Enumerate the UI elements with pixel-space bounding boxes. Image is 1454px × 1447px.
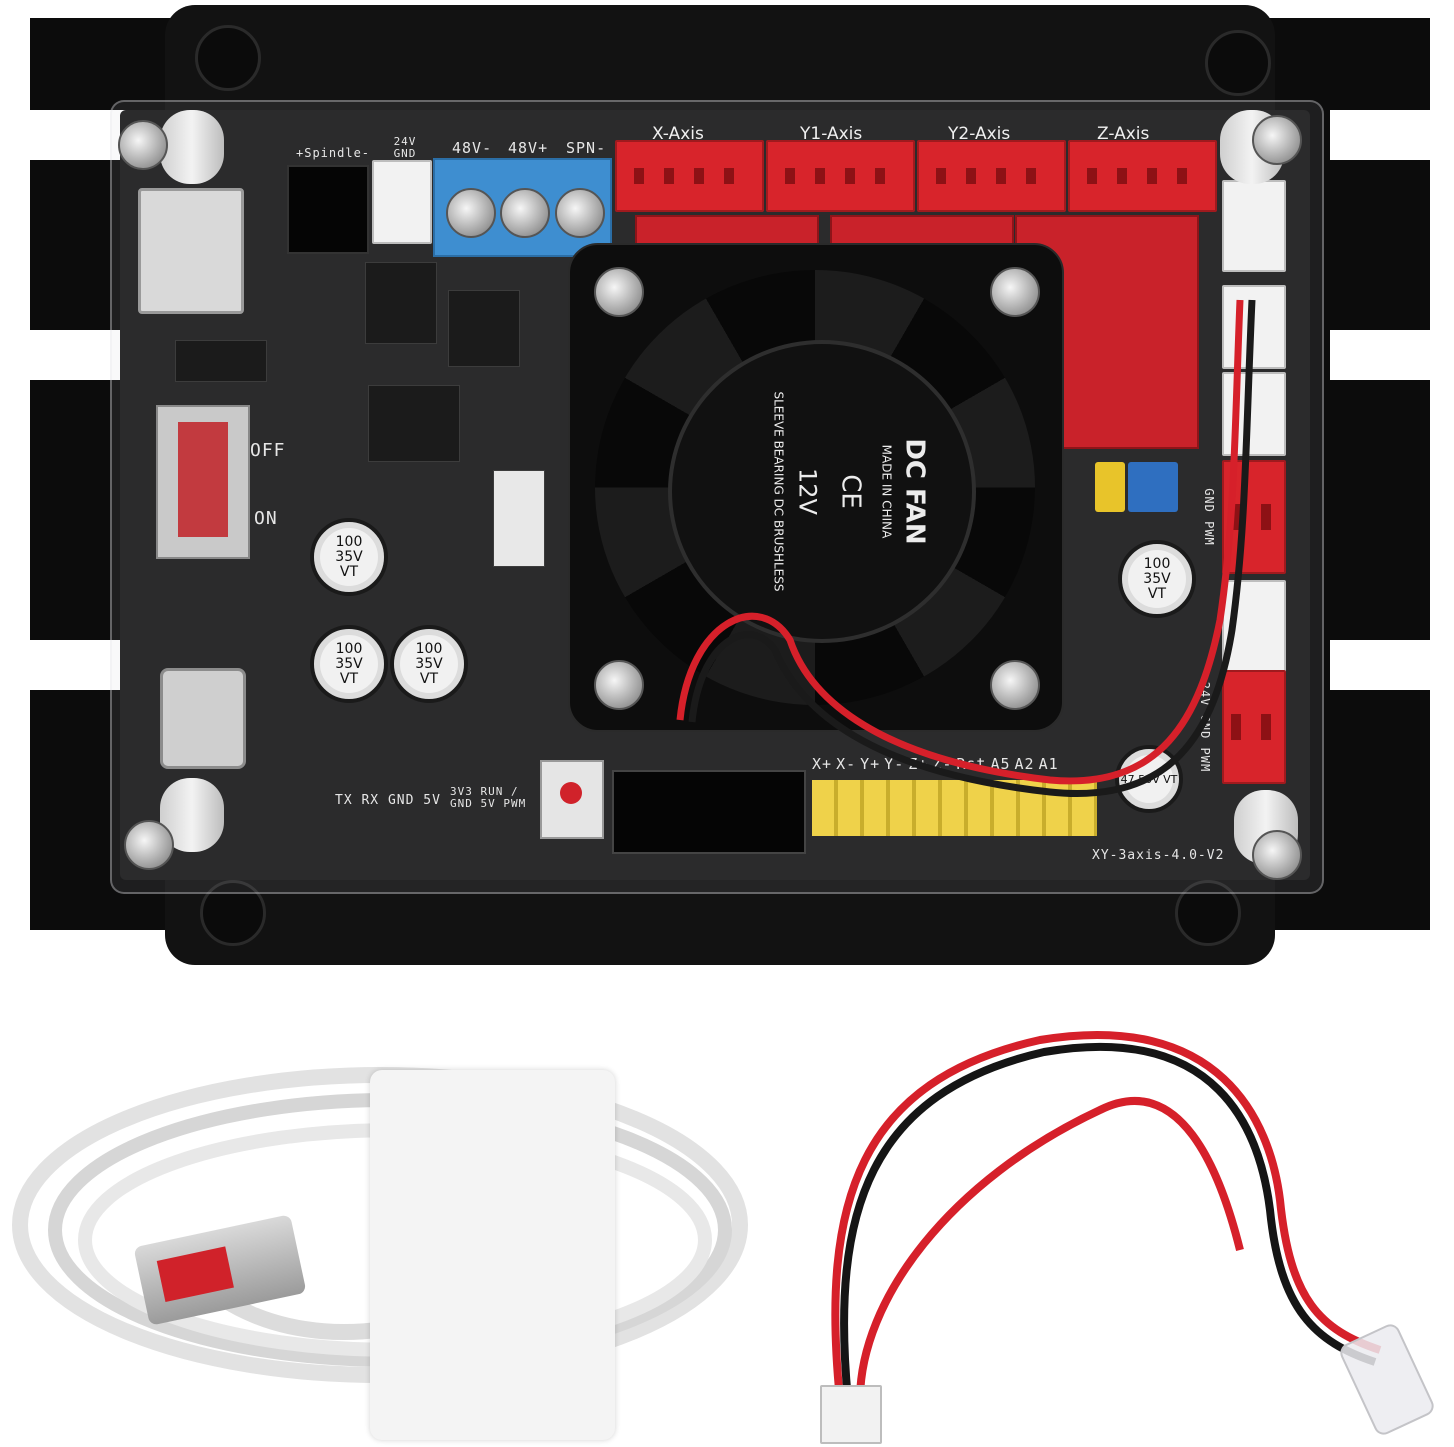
pin-label: A2: [1014, 755, 1035, 773]
cover-screw: [124, 820, 174, 870]
terminal-label-24v-gnd: 24V GND: [393, 135, 417, 160]
power-switch[interactable]: [156, 405, 250, 559]
idc-header: [612, 770, 806, 854]
fan-extension-wire: [800, 1000, 1454, 1447]
usb-a-tongue: [156, 1246, 234, 1303]
capacitor: 100 35V VT: [310, 518, 388, 596]
switch-rocker: [178, 422, 228, 537]
24v-connector: [372, 160, 432, 244]
cover-screw: [1252, 115, 1302, 165]
axis-label-y2: Y2-Axis: [948, 124, 1011, 144]
capacitor-label: 100 35V VT: [415, 640, 443, 687]
axis-label-z: Z-Axis: [1097, 124, 1150, 144]
terminal-label-spindle: +Spindle-: [296, 146, 371, 160]
y2-axis-connector: [917, 140, 1066, 212]
terminal-screw: [446, 188, 496, 238]
pin-label: X-: [836, 755, 857, 773]
fan-screw: [990, 267, 1040, 317]
terminal-label-48v-minus: 48V-: [452, 139, 493, 157]
terminal-label-48v-plus: 48V+: [508, 139, 549, 157]
mosfet: [365, 262, 437, 344]
switch-off-label: OFF: [250, 440, 286, 461]
terminal-label-spn-minus: SPN-: [566, 139, 607, 157]
fan-screw: [594, 267, 644, 317]
axis-label-y1: Y1-Axis: [800, 124, 863, 144]
cover-screw: [1252, 830, 1302, 880]
mosfet: [448, 290, 520, 367]
reset-button-cap: [560, 782, 582, 804]
jst-connector: [820, 1385, 882, 1444]
cable-strap: [370, 1070, 615, 1440]
board-name: XY-3axis-4.0-V2: [1092, 848, 1225, 863]
capacitor-label: 100 35V VT: [335, 640, 363, 687]
usb-cable-bundle: [0, 1040, 790, 1447]
cover-screw: [118, 120, 168, 170]
mount-hole: [195, 25, 261, 91]
mount-hole: [1205, 30, 1271, 96]
capacitor: 100 35V VT: [390, 625, 468, 703]
usb-c-port[interactable]: [160, 668, 246, 769]
fan-wires: [676, 299, 1244, 785]
fan-screw: [594, 660, 644, 710]
cooling-fan: DC FAN MADE IN CHINA CE 12V SLEEVE BEARI…: [568, 243, 1064, 732]
standoff: [160, 110, 224, 184]
mount-hole: [200, 880, 266, 946]
jumper-block: [1095, 462, 1125, 512]
diode: [175, 340, 267, 382]
capacitor-label: 100 35V VT: [1143, 555, 1171, 602]
regulator-chip: [368, 385, 460, 462]
fan-label: DC FAN MADE IN CHINA CE 12V SLEEVE BEARI…: [668, 340, 976, 643]
driver-ic: [493, 470, 545, 567]
wire-loop: [831, 1031, 1382, 1401]
mount-hole: [1175, 880, 1241, 946]
capacitor: 100 35V VT: [1118, 540, 1196, 618]
side-red-connector: [1222, 670, 1286, 784]
x-axis-connector: [615, 140, 764, 212]
axis-label-x: X-Axis: [652, 124, 704, 144]
controller-assembly: +Spindle- 24V GND 48V- 48V+ SPN- X-Axis …: [30, 5, 1430, 965]
pin-label: A1: [1038, 755, 1059, 773]
y1-axis-connector: [766, 140, 915, 212]
dc-jack: [138, 188, 244, 314]
reset-button[interactable]: [540, 760, 604, 839]
switch-on-label: ON: [254, 508, 278, 529]
spindle-connector: [287, 165, 369, 254]
jumper-block: [1128, 462, 1178, 512]
terminal-screw: [500, 188, 550, 238]
capacitor-label: 100 35V VT: [335, 533, 363, 580]
pin-label: X+: [812, 755, 833, 773]
serial-pin-labels: TX RX GND 5V: [335, 793, 441, 808]
pin-label: Y+: [860, 755, 881, 773]
terminal-screw: [555, 188, 605, 238]
pwm-pin-labels: 3V3 RUN / GND 5V PWM: [450, 785, 527, 810]
fan-screw: [990, 660, 1040, 710]
capacitor: 100 35V VT: [310, 625, 388, 703]
z-axis-connector: [1068, 140, 1217, 212]
